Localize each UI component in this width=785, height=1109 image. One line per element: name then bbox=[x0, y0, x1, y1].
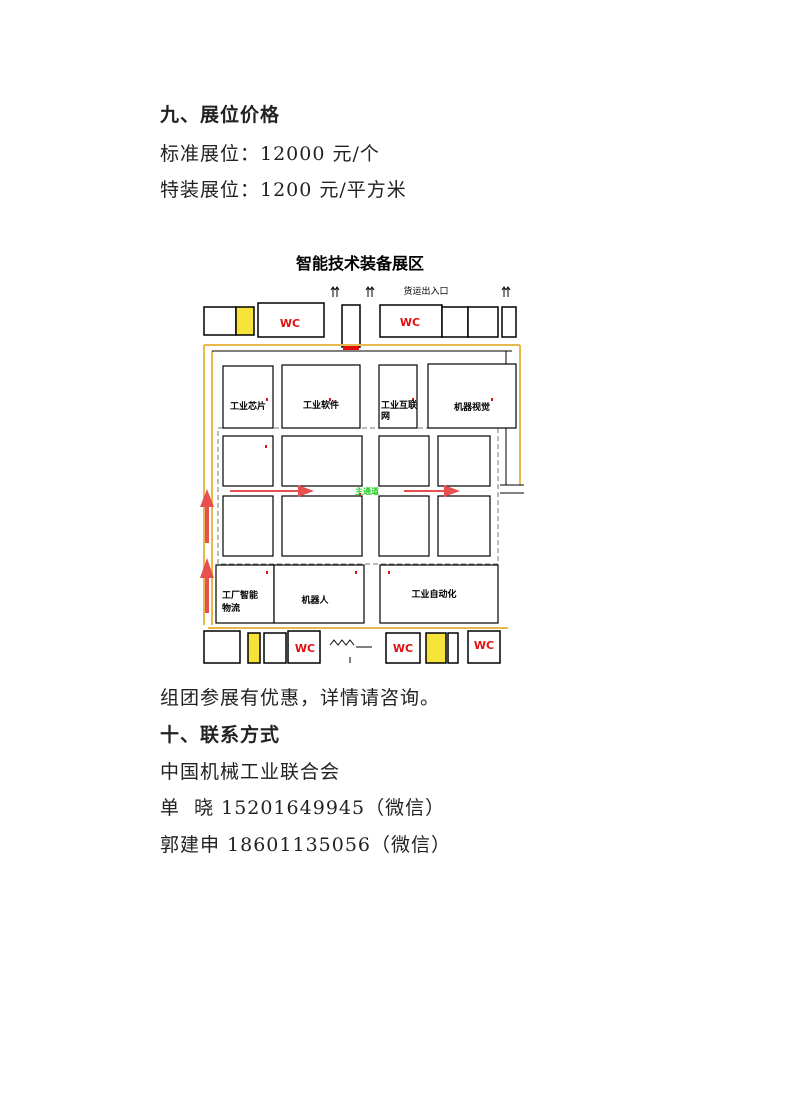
wc-label: WC bbox=[474, 639, 494, 652]
standard-booth-price: 标准展位：12000 元/个 bbox=[160, 143, 380, 165]
hall-machine-vision: 机器视觉 bbox=[454, 401, 490, 413]
price-heading: 九、展位价格 bbox=[160, 104, 281, 126]
group-discount-note: 组团参展有优惠，详情请咨询。 bbox=[160, 687, 441, 709]
hall-smart-logistics-2: 物流 bbox=[222, 602, 240, 614]
contact-shan-xiao: 单 晓 15201649945（微信） bbox=[160, 797, 446, 819]
hall-smart-logistics: 工厂智能 bbox=[222, 589, 258, 601]
wc-label: WC bbox=[393, 642, 413, 655]
cargo-entrance-label: 货运出入口 bbox=[403, 285, 448, 297]
hall-robot: 机器人 bbox=[301, 594, 329, 606]
hall-industrial-internet: 工业互联 bbox=[381, 399, 418, 411]
hall-industrial-chip: 工业芯片 bbox=[230, 400, 266, 412]
red-marker-top bbox=[343, 346, 359, 350]
wc-label: WC bbox=[295, 642, 315, 655]
contact-heading: 十、联系方式 bbox=[160, 724, 281, 746]
flow-arrows bbox=[200, 485, 460, 613]
exhibition-halls bbox=[215, 363, 517, 624]
floor-plan-title: 智能技术装备展区 bbox=[296, 254, 424, 273]
main-aisle-label: 主通道 bbox=[355, 486, 379, 496]
contact-guo-jianshen: 郭建申 18601135056（微信） bbox=[160, 834, 452, 856]
entry-arrows bbox=[330, 286, 511, 297]
corridor-outline bbox=[203, 344, 521, 629]
bottom-wall-detail bbox=[329, 639, 372, 663]
wc-label: WC bbox=[400, 316, 420, 329]
hall-industrial-internet-2: 网 bbox=[381, 411, 390, 422]
special-booth-price: 特装展位：1200 元/平方米 bbox=[160, 179, 407, 201]
top-rooms bbox=[203, 302, 517, 348]
wc-label: WC bbox=[280, 317, 300, 330]
hall-industrial-automation: 工业自动化 bbox=[411, 588, 456, 600]
bottom-rooms bbox=[203, 630, 501, 664]
organization-name: 中国机械工业联合会 bbox=[160, 761, 341, 783]
booth-markers bbox=[265, 398, 493, 574]
hall-industrial-software: 工业软件 bbox=[303, 399, 339, 411]
floor-plan: 智能技术装备展区 货运出入口 WC WC bbox=[200, 254, 524, 664]
